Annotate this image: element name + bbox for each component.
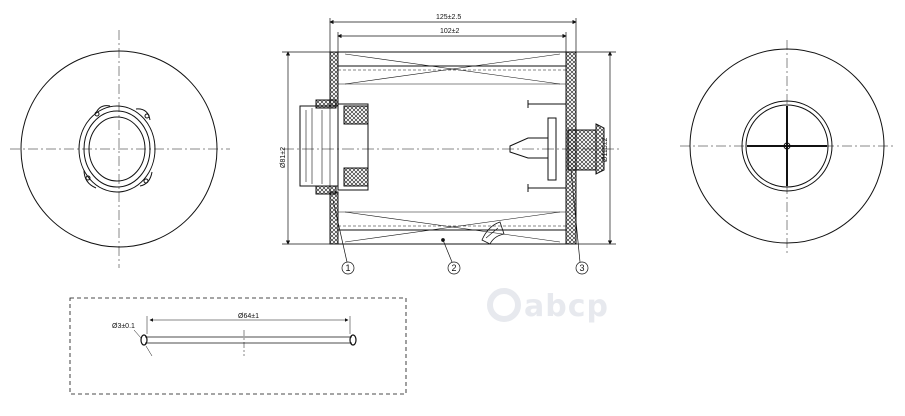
overall-length-dimension: 125±2.5 bbox=[436, 14, 461, 21]
right-end-view bbox=[680, 40, 896, 255]
callout-leaders bbox=[332, 169, 589, 275]
callout-3: 3 bbox=[579, 263, 584, 273]
outer-diameter-dimension: Ø115±2 bbox=[602, 138, 609, 162]
callout-1: 1 bbox=[345, 263, 350, 273]
abcp-logo: abcp bbox=[487, 288, 609, 324]
callout-2: 2 bbox=[451, 263, 456, 273]
dimension-lines bbox=[282, 18, 616, 245]
outlet-diameter-dimension: Ø81±2 bbox=[280, 147, 287, 168]
side-section-view bbox=[282, 51, 620, 245]
seal-cross-section-dimension: Ø3±0.1 bbox=[112, 323, 135, 330]
seal-detail-box bbox=[69, 297, 407, 395]
body-length-dimension: 102±2 bbox=[440, 28, 460, 35]
left-end-view bbox=[10, 30, 230, 268]
seal-diameter-dimension: Ø64±1 bbox=[238, 313, 259, 320]
logo-text: abcp bbox=[524, 289, 609, 324]
